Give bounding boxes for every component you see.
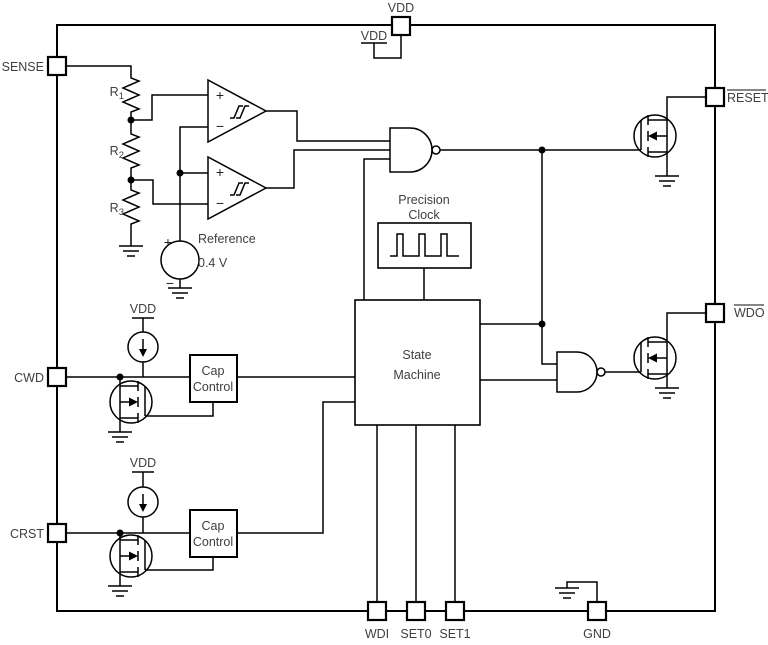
pin-label-reset: RESET — [727, 91, 768, 105]
pins — [46, 15, 726, 622]
pin-set1 — [444, 600, 466, 622]
resistor-r3 — [121, 186, 141, 228]
reference-minus: − — [166, 275, 174, 291]
cap-control-crst-block: Cap Control — [189, 509, 238, 558]
pin-label-vdd: VDD — [388, 1, 414, 15]
pin-wdi — [366, 600, 388, 622]
reference-plus: + — [164, 234, 172, 250]
pin-wdo — [704, 302, 726, 324]
hysteresis-icon — [236, 182, 249, 196]
comparator-1-plus: + — [216, 87, 224, 103]
precision-clock-label-1: Precision — [398, 193, 449, 207]
nand-gate-reset — [389, 127, 441, 173]
pin-label-wdi: WDI — [365, 627, 389, 641]
reference-label: Reference — [198, 232, 256, 246]
wires — [66, 35, 706, 602]
vdd-rail-label-crst: VDD — [130, 456, 156, 470]
vdd-rail-label-top: VDD — [361, 29, 387, 43]
pin-label-set0: SET0 — [400, 627, 431, 641]
cap-control-cwd-label-2: Control — [193, 380, 233, 394]
ground-icon — [119, 245, 143, 257]
nmos-arrow-icon — [129, 397, 138, 407]
state-machine-block: State Machine — [354, 299, 481, 426]
cap-control-cwd-label-1: Cap — [202, 364, 225, 378]
current-source-cwd: VDD — [127, 302, 159, 363]
reference-value: 0.4 V — [198, 256, 228, 270]
ground-icon — [168, 287, 192, 299]
precision-clock-label-2: Clock — [408, 208, 440, 222]
resistor-r1 — [121, 74, 141, 118]
arrow-down-icon — [139, 349, 147, 357]
nmos-arrow-icon — [648, 353, 657, 363]
cap-control-crst-label-2: Control — [193, 535, 233, 549]
pin-label-crst: CRST — [10, 527, 44, 541]
pin-gnd — [586, 600, 608, 622]
state-machine-label-1: State — [402, 348, 431, 362]
comparator-1: + − — [207, 78, 268, 144]
clock-waveform-icon — [390, 233, 459, 257]
nmos-arrow-icon — [129, 551, 138, 561]
hysteresis-icon — [230, 105, 243, 119]
pin-label-wdo: WDO — [734, 306, 765, 320]
state-machine-label-2: Machine — [393, 368, 440, 382]
pin-label-set1: SET1 — [439, 627, 470, 641]
vdd-rail-label-cwd: VDD — [130, 302, 156, 316]
comparator-2-plus: + — [216, 164, 224, 180]
vdd-rail-top: VDD — [361, 29, 387, 44]
resistor-r2 — [121, 130, 141, 174]
hysteresis-icon — [236, 105, 249, 119]
mosfet-cwd — [109, 380, 153, 424]
pin-label-cwd: CWD — [14, 371, 44, 385]
cap-control-cwd-block: Cap Control — [189, 354, 238, 403]
ground-icon — [108, 585, 132, 597]
pin-sense — [46, 55, 68, 77]
nmos-arrow-icon — [648, 131, 657, 141]
pin-label-sense: SENSE — [2, 60, 44, 74]
resistor-r3-label: R3 — [110, 201, 124, 218]
mosfet-reset — [633, 114, 677, 158]
comparator-2-minus: − — [216, 195, 224, 211]
comparator-2: + − — [207, 155, 268, 221]
junction-dots — [116, 116, 546, 537]
ground-icon — [655, 175, 679, 187]
pin-reset — [704, 86, 726, 108]
ground-icon — [655, 387, 679, 399]
pin-cwd — [46, 366, 68, 388]
mosfet-crst — [109, 534, 153, 578]
pin-vdd — [390, 15, 412, 37]
arrow-down-icon — [139, 504, 147, 512]
ground-icon — [108, 431, 132, 443]
ground-icon — [555, 587, 579, 599]
pin-label-gnd: GND — [583, 627, 611, 641]
pin-set0 — [405, 600, 427, 622]
resistor-r2-label: R2 — [110, 144, 124, 161]
hysteresis-icon — [230, 182, 243, 196]
resistor-r1-label: R1 — [110, 85, 124, 102]
precision-clock-block: Precision Clock — [377, 193, 472, 269]
pin-crst — [46, 522, 68, 544]
cap-control-crst-label-1: Cap — [202, 519, 225, 533]
mosfet-wdo — [633, 336, 677, 380]
comparator-1-minus: − — [216, 118, 224, 134]
nand-gate-wdo — [556, 351, 606, 393]
voltage-reference: + − Reference 0.4 V — [160, 232, 256, 291]
current-source-crst: VDD — [127, 456, 159, 518]
